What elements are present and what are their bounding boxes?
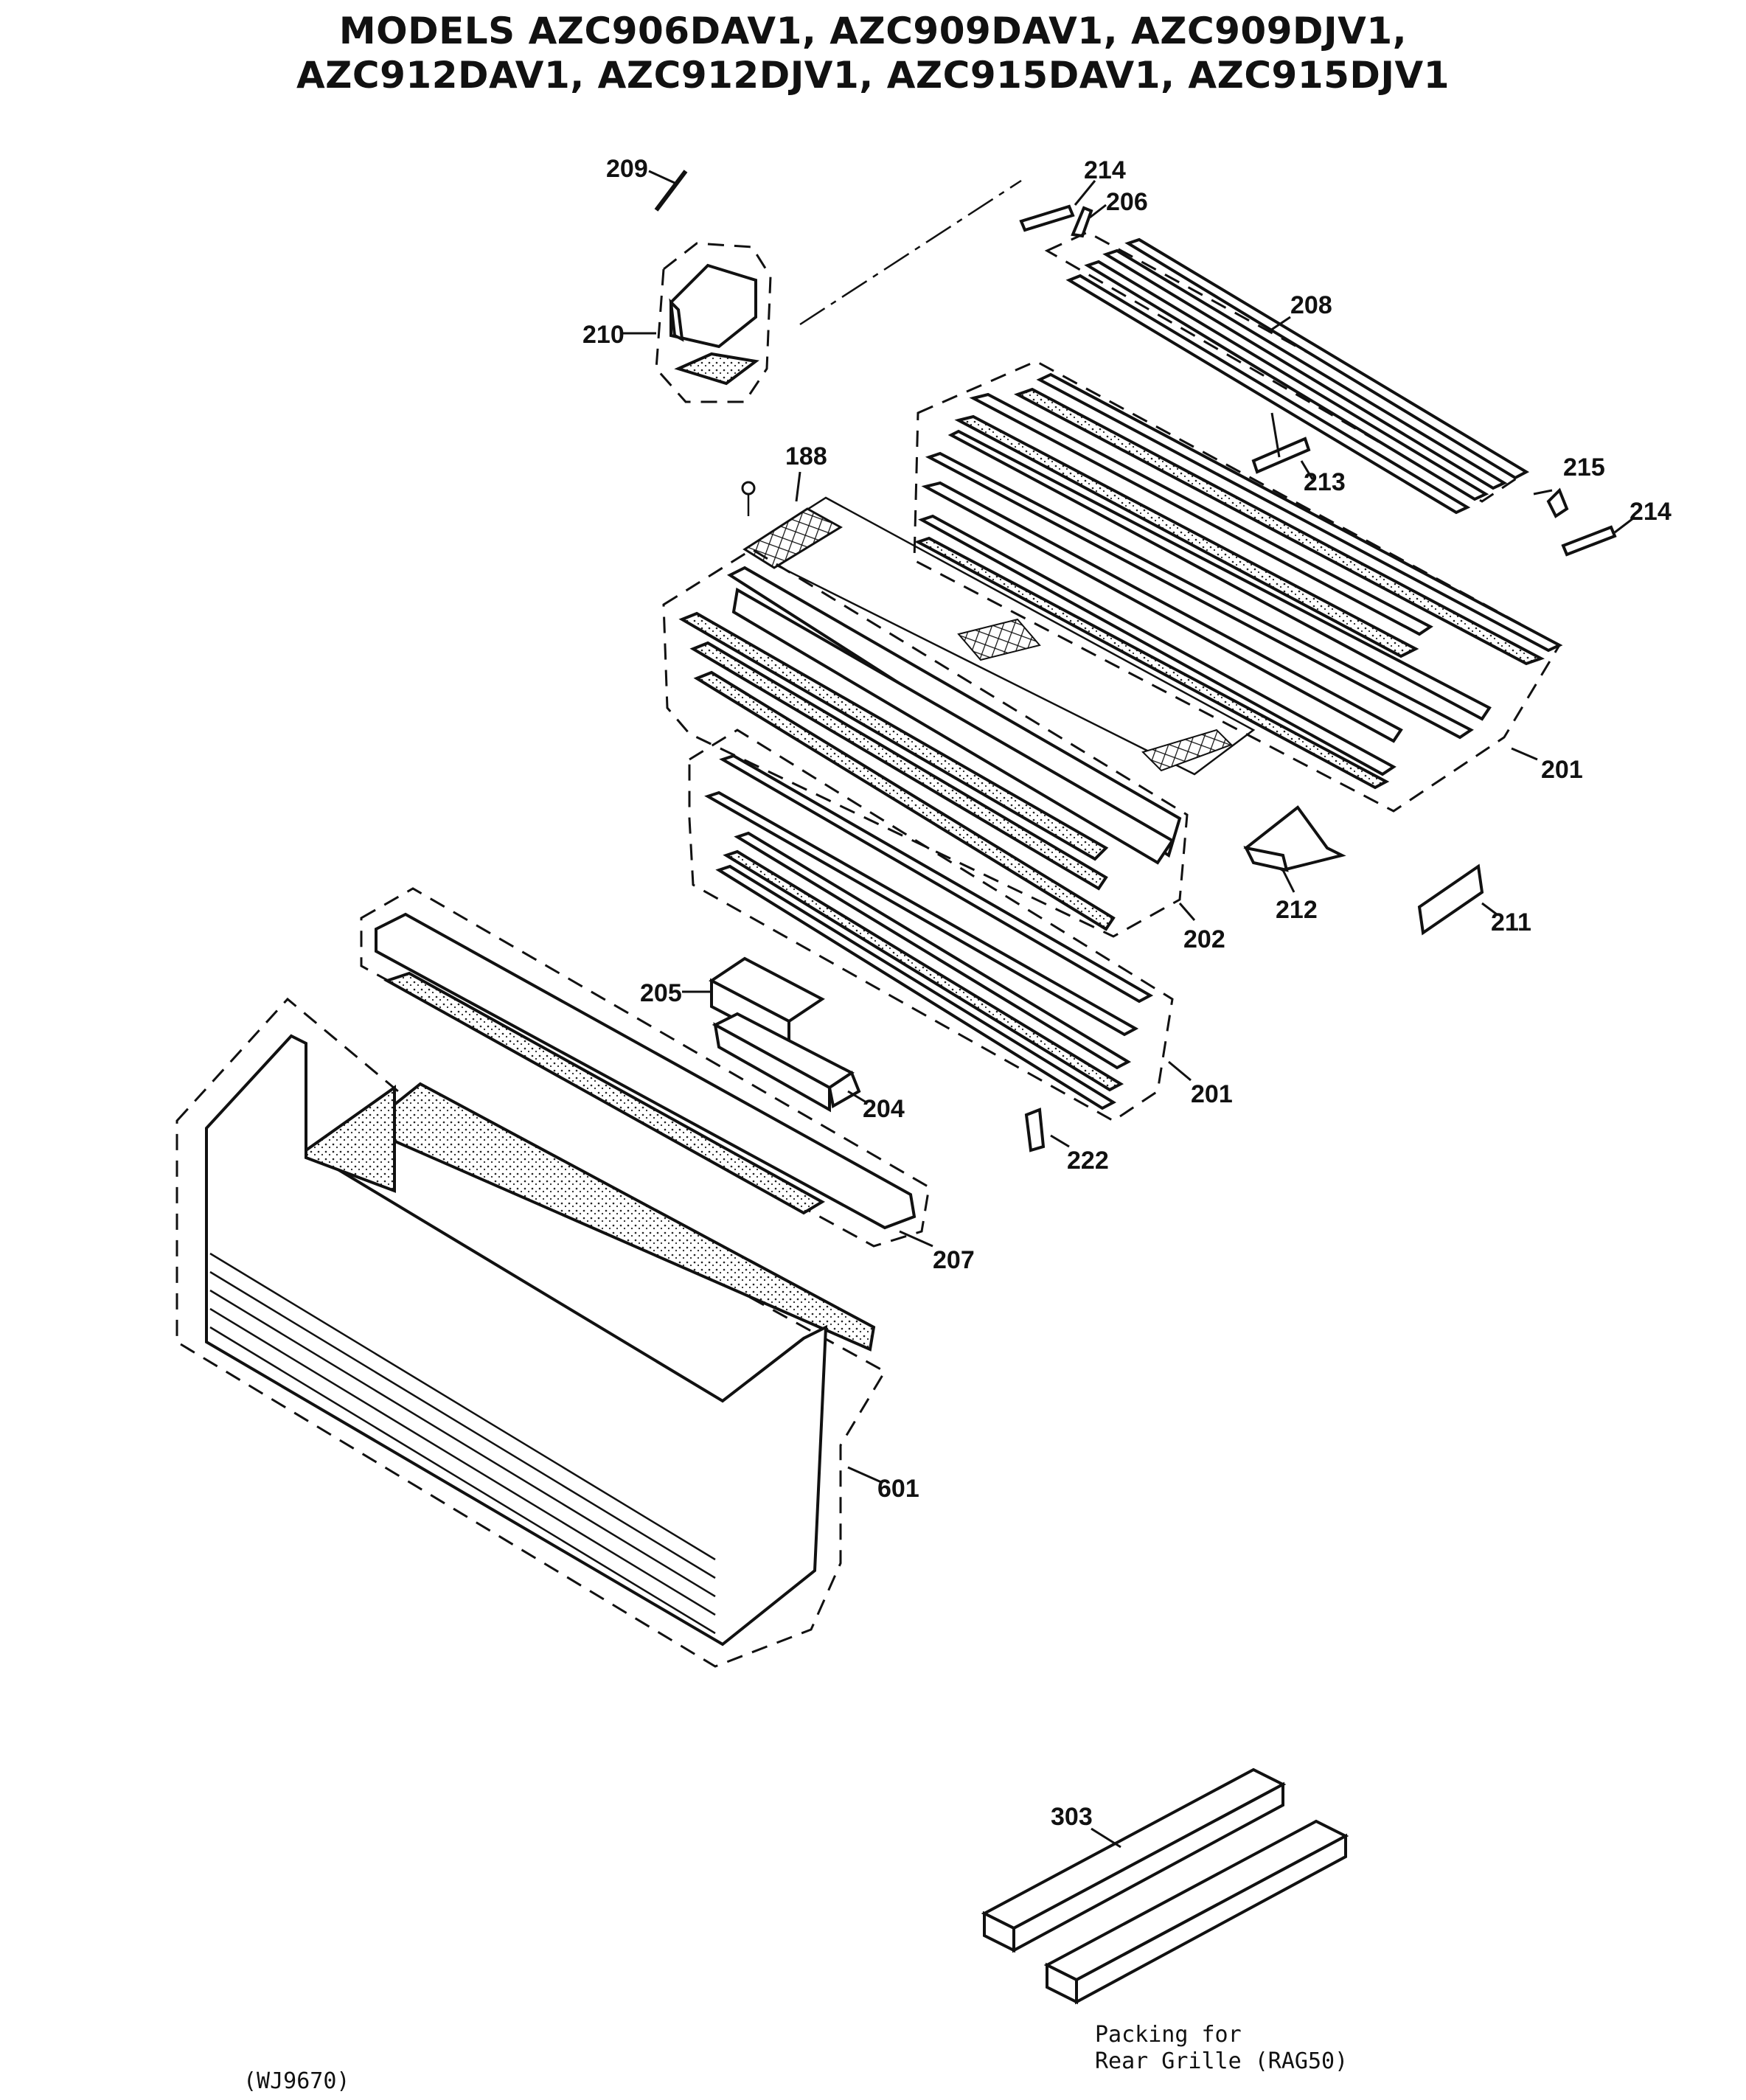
- callout-210: 210: [582, 321, 625, 349]
- packing-note-line-1: Packing for: [1095, 2022, 1242, 2048]
- drawing-id: (WJ9670): [243, 2068, 350, 2094]
- part-208-rail-set: [1044, 231, 1530, 515]
- callout-215: 215: [1563, 453, 1605, 481]
- callout-206: 206: [1106, 188, 1148, 216]
- callout-207: 207: [933, 1246, 975, 1274]
- callout-209: 209: [606, 155, 648, 183]
- callout-213: 213: [1304, 468, 1346, 496]
- callout-208: 208: [1290, 291, 1332, 319]
- part-214-clip-right: [1561, 517, 1634, 557]
- part-303-packing-strips: [981, 1767, 1349, 2005]
- callout-202: 202: [1183, 925, 1225, 953]
- callout-601: 601: [877, 1475, 919, 1503]
- callout-211: 211: [1491, 908, 1531, 936]
- callout-214-right: 214: [1630, 498, 1672, 526]
- title-line-1: MODELS AZC906DAV1, AZC909DAV1, AZC909DJV…: [338, 10, 1408, 52]
- part-212-bracket: [1243, 805, 1346, 893]
- cabinet-louvers: [209, 1252, 716, 1635]
- part-222-clip: [1024, 1108, 1070, 1152]
- part-204-control-tray: [712, 1012, 867, 1113]
- callout-188: 188: [785, 442, 827, 470]
- callout-201-upper: 201: [1541, 756, 1583, 784]
- callout-205: 205: [640, 979, 682, 1007]
- part-601-cabinet: [175, 997, 887, 1668]
- part-209-rod: [648, 170, 688, 212]
- page-title: MODELS AZC906DAV1, AZC909DAV1, AZC909DJV…: [0, 9, 1746, 97]
- part-206-clip: [1071, 204, 1107, 238]
- part-188-filter-screen: [741, 471, 1256, 776]
- part-201-lower-rail-group: [688, 729, 1192, 1122]
- part-213-bracket: [1251, 412, 1314, 480]
- part-201-upper-rail-group: [913, 360, 1563, 813]
- packing-note-line-2: Rear Grille (RAG50): [1095, 2048, 1349, 2074]
- part-215-clip: [1533, 487, 1569, 518]
- part-202-rail-assembly: [662, 548, 1196, 938]
- callout-222: 222: [1067, 1147, 1109, 1175]
- callout-303: 303: [1051, 1803, 1093, 1831]
- part-210-bracket-assembly: [623, 179, 1022, 403]
- callout-204: 204: [863, 1095, 905, 1123]
- part-211-bracket: [1417, 863, 1498, 936]
- part-207-top-panel-group: [360, 887, 933, 1248]
- callout-214-top: 214: [1084, 156, 1126, 184]
- callout-201-lower: 201: [1191, 1080, 1233, 1108]
- part-214-clip-top: [1019, 180, 1096, 232]
- callout-212: 212: [1276, 896, 1318, 924]
- title-line-2: AZC912DAV1, AZC912DJV1, AZC915DAV1, AZC9…: [296, 54, 1450, 97]
